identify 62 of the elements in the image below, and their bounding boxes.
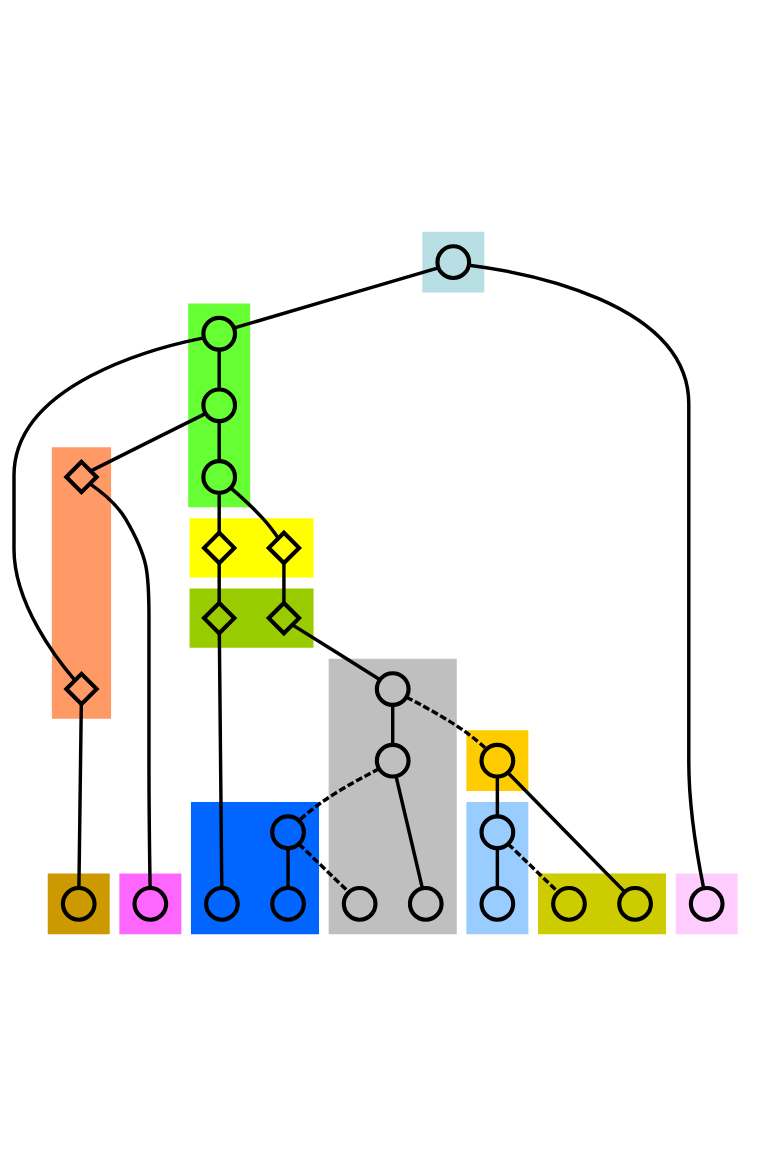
node-diamond (63, 670, 100, 707)
node-circle (688, 885, 725, 922)
node-circle (270, 885, 306, 922)
connector (506, 771, 626, 893)
connector (391, 704, 395, 745)
cluster (47, 873, 110, 934)
node-circle (132, 885, 169, 922)
cluster (422, 231, 485, 292)
connector (286, 847, 290, 888)
node-circle (617, 885, 653, 922)
connector (507, 842, 560, 893)
connector (468, 263, 706, 889)
node-circle (435, 243, 472, 280)
cluster (190, 801, 320, 934)
cluster (466, 729, 529, 791)
node-diamond (63, 458, 100, 495)
node-circle (479, 742, 516, 779)
connector (394, 775, 425, 889)
node-circle (60, 885, 97, 922)
connector (495, 847, 500, 888)
connector (89, 481, 152, 888)
node-diamond (265, 529, 302, 566)
cluster (675, 873, 738, 934)
cluster (51, 446, 112, 719)
node-circle (374, 742, 411, 779)
node-circle (201, 386, 238, 423)
node-circle (479, 885, 516, 922)
connector (282, 563, 286, 603)
node-circle (551, 885, 587, 922)
connector (12, 335, 205, 681)
cluster (538, 873, 667, 934)
node-diamond (265, 599, 302, 636)
cluster (189, 588, 314, 648)
connector (298, 842, 350, 893)
node-circle (407, 885, 444, 922)
node-circle (201, 315, 238, 352)
node-circle (204, 885, 240, 922)
node-circle (201, 458, 238, 495)
connector (90, 411, 207, 472)
node-circle (270, 813, 306, 850)
connector (298, 766, 380, 822)
node-circle (341, 885, 378, 922)
node-diamond (201, 529, 238, 566)
cluster (119, 873, 182, 934)
connector (233, 265, 439, 330)
cluster (189, 517, 314, 577)
connector (229, 486, 280, 539)
connector (217, 420, 221, 461)
node-circle (479, 813, 516, 850)
node-circle (374, 670, 411, 707)
connector (217, 349, 221, 389)
cluster (188, 302, 251, 507)
connector (291, 622, 381, 681)
connector (217, 632, 224, 888)
connector (495, 776, 500, 816)
cluster (466, 801, 529, 934)
node-diamond (201, 599, 238, 636)
connector (405, 695, 488, 750)
connector (217, 492, 221, 532)
connector (77, 703, 83, 888)
cluster (328, 658, 457, 934)
connector (217, 563, 221, 603)
